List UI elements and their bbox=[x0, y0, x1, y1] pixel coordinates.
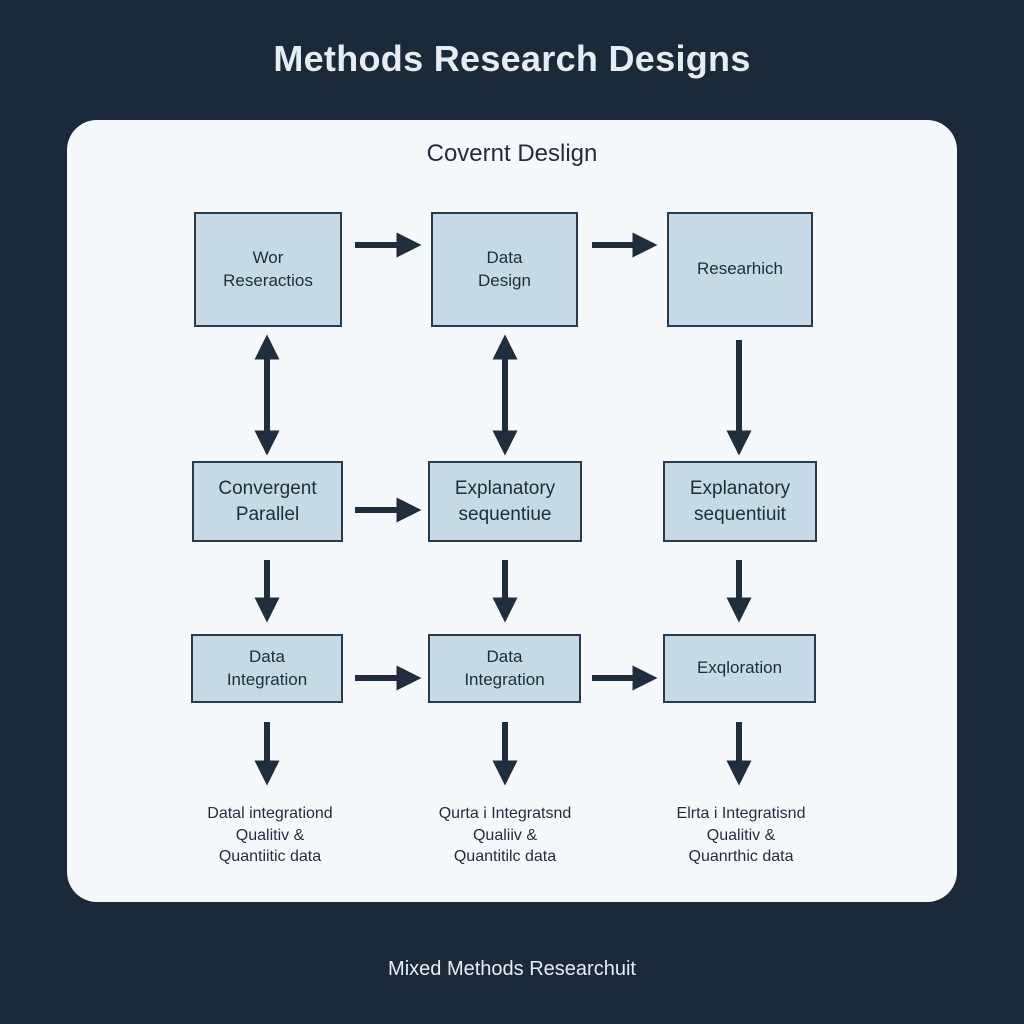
node-row3-col2: Data Integration bbox=[428, 634, 581, 703]
footnote-line: Quanrthic data bbox=[688, 848, 794, 866]
page-title: Methods Research Designs bbox=[273, 38, 751, 79]
node-row2-col1: Convergent Parallel bbox=[192, 461, 343, 542]
node-line: sequentiue bbox=[458, 503, 552, 525]
footnote-line: Elrta i Integratisnd bbox=[676, 805, 806, 822]
node-line: Exqloration bbox=[696, 658, 783, 678]
node-row1-col2: Data Design bbox=[431, 212, 578, 327]
node-line: Convergent bbox=[218, 477, 317, 499]
node-line: Explanatory bbox=[454, 477, 556, 499]
node-line: Integration bbox=[464, 669, 545, 689]
node-row3-col1: Data Integration bbox=[191, 634, 343, 703]
node-row2-col3: Explanatory sequentiuit bbox=[663, 461, 817, 542]
node-row2-col2: Explanatory sequentiue bbox=[428, 461, 582, 542]
node-row3-col3: Exqloration bbox=[663, 634, 816, 703]
footnote-line: Quantitilc data bbox=[453, 848, 557, 866]
node-line: Explanatory bbox=[689, 477, 791, 499]
node-line: Data bbox=[486, 247, 523, 267]
node-row1-col1: Wor Reseractios bbox=[194, 212, 342, 327]
diagram-title: Covernt Deslign bbox=[426, 140, 598, 167]
node-row1-col3: Researhich bbox=[667, 212, 813, 327]
footnote-col3: Elrta i Integratisnd Qualitiv & Quanrthi… bbox=[621, 803, 861, 868]
node-line: Design bbox=[478, 270, 531, 290]
node-line: Integration bbox=[226, 669, 308, 689]
bottom-caption: Mixed Methods Researchuit bbox=[388, 958, 636, 980]
node-line: Parallel bbox=[235, 503, 300, 525]
footnote-line: Qurta i Integratsnd bbox=[438, 805, 572, 822]
footnote-line: Quantiitic data bbox=[218, 848, 322, 866]
node-line: Wor bbox=[252, 247, 284, 267]
node-line: Reseractios bbox=[223, 270, 313, 290]
node-line: Data bbox=[249, 646, 285, 666]
footnote-line: Qualitiv & bbox=[235, 826, 305, 844]
node-line: Data bbox=[486, 646, 523, 666]
footnote-line: Qualiiv & bbox=[472, 826, 538, 844]
footnote-col1: Datal integrationd Qualitiv & Quantiitic… bbox=[150, 803, 390, 868]
footnote-line: Qualitiv & bbox=[706, 826, 776, 844]
footnote-line: Datal integrationd bbox=[207, 805, 333, 822]
footnote-col2: Qurta i Integratsnd Qualiiv & Quantitilc… bbox=[385, 803, 625, 868]
node-line: sequentiuit bbox=[694, 503, 786, 525]
node-line: Researhich bbox=[697, 259, 783, 279]
